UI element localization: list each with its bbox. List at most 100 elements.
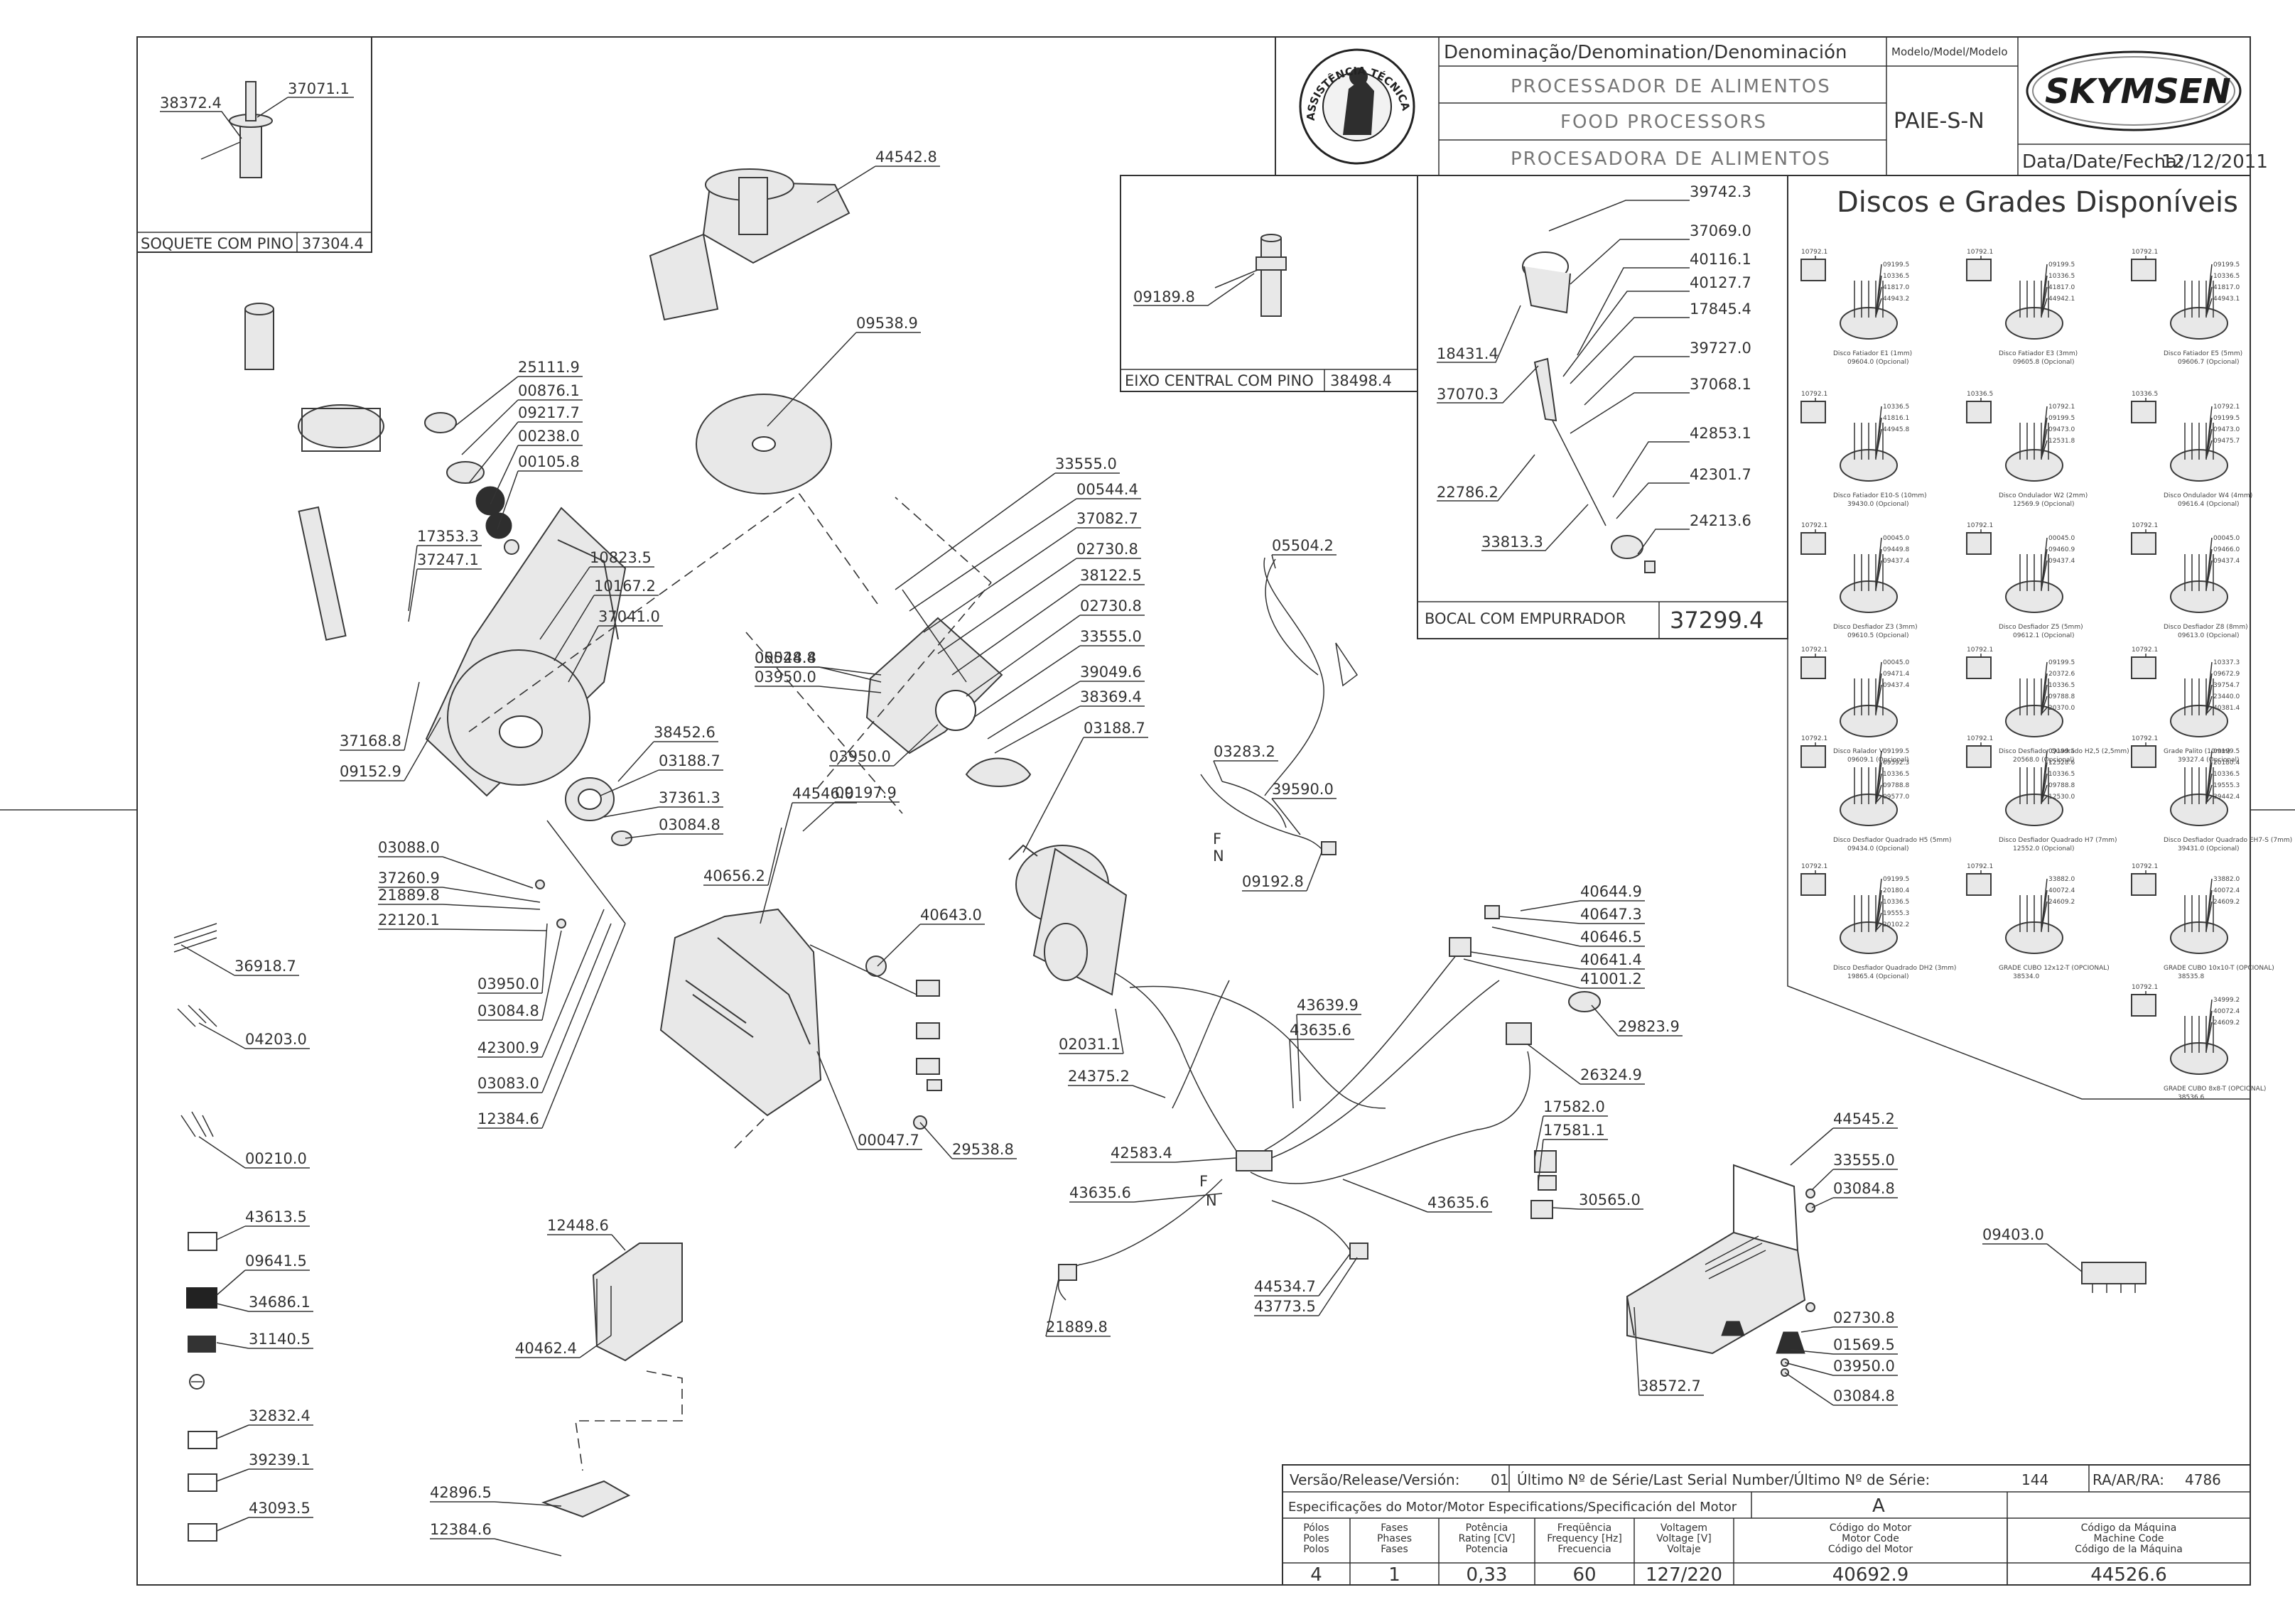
callout-leader: [497, 470, 583, 530]
disc-part-number: 09460.9: [2048, 546, 2075, 553]
cube-grid-tool: [2081, 1262, 2146, 1293]
callout-leader: [1069, 1193, 1223, 1203]
disc-part-number: 10792.1: [1967, 522, 1993, 529]
callout-leader: [1296, 1014, 1361, 1102]
callout-leader: [216, 1424, 313, 1439]
disc-code: 09605.8 (Opcional): [2013, 359, 2075, 366]
callout-leader: [216, 1270, 310, 1296]
callout-leader: [408, 545, 482, 612]
callout-leader: [378, 929, 548, 931]
subassembly-bocal: BOCAL COM EMPURRADOR 37299.4 39742.3 370…: [1417, 175, 1788, 639]
disc-part-number: 24609.2: [2048, 899, 2075, 906]
version-value: 01: [1491, 1471, 1508, 1488]
callout-leader: [755, 686, 882, 693]
callout-leader: [1784, 1372, 1898, 1406]
disc-part-number: 10336.5: [2132, 391, 2158, 398]
callout-leader: [477, 930, 562, 1021]
part-callout: 31140.5: [249, 1331, 310, 1348]
part-callout: 37247.1: [417, 551, 479, 568]
callout-33813-3: 33813.3: [1481, 534, 1543, 551]
wiring-harness: [1058, 557, 1601, 1301]
callout-leader: [1634, 1306, 1704, 1396]
callout-leader: [468, 421, 583, 484]
disc-part-number: 10336.5: [1967, 391, 1993, 398]
part-callout: 03083.0: [477, 1075, 539, 1092]
disc-part-number: 10792.1: [2048, 404, 2075, 411]
disc-name: GRADE CUBO 10x10-T (OPCIONAL): [2164, 965, 2274, 972]
disc-grid: 10792.109199.510336.541817.044943.2Disco…: [1800, 249, 2292, 1101]
mount-bracket: [865, 589, 1003, 754]
callout-18431-4: 18431.4: [1437, 345, 1498, 362]
disc-part-number: 00045.0: [1883, 535, 1909, 542]
callout-38372-4: 38372.4: [160, 94, 222, 112]
callout-leader: [816, 166, 940, 203]
motor-spec-label: Especificações do Motor/Motor Especifica…: [1288, 1500, 1737, 1515]
callout-leader: [973, 645, 1145, 718]
disc-part-number: 09199.5: [2213, 415, 2240, 422]
disc-part-number: 09437.4: [1883, 682, 1909, 689]
part-callout: 02730.8: [1833, 1309, 1895, 1326]
callout-37070-3: 37070.3: [1437, 386, 1498, 403]
part-callout: 25111.9: [518, 359, 580, 376]
part-callout: 38369.4: [1080, 688, 1142, 705]
disc-part-number: 10792.1: [1967, 249, 1993, 256]
disc-part-number: 10336.5: [2048, 771, 2075, 778]
part-callout: 03084.8: [659, 816, 720, 833]
disc-name: Disco Desfiador Z3 (3mm): [1833, 624, 1918, 631]
callout-leader: [430, 1538, 562, 1557]
disc-option: 10792.109199.520180.410336.519555.320102…: [1800, 863, 1956, 980]
spec-header: Fases: [1381, 1544, 1408, 1555]
callout-leader: [600, 769, 723, 796]
disc-part-number: 12528.6: [2048, 759, 2075, 767]
disc-part-number: 10792.1: [1801, 735, 1827, 742]
callout-leader: [1271, 798, 1336, 835]
part-callout: 39590.0: [1272, 781, 1334, 798]
part-callout: 40644.9: [1580, 883, 1642, 900]
disc-part-number: 09471.4: [1883, 671, 1909, 678]
pulley-part: [565, 777, 632, 846]
disc-name: Disco Fatiador E1 (1mm): [1833, 350, 1912, 357]
callout-40127-7: 40127.7: [1690, 274, 1751, 291]
disc-part-number: 40072.4: [2213, 1008, 2240, 1015]
disc-part-number: 41817.0: [2213, 284, 2240, 291]
spec-header: Pólos: [1303, 1522, 1329, 1534]
disc-option: 10792.109199.510336.541817.044942.1Disco…: [1966, 249, 2078, 366]
callout-leader: [378, 904, 541, 910]
disc-name: Disco Fatiador E3 (3mm): [1999, 350, 2078, 357]
disc-option: 10336.510792.109199.509473.009475.7Disco…: [2131, 391, 2252, 508]
callout-leader: [919, 1122, 1017, 1159]
central-shaft-part: [1214, 234, 1287, 317]
callout-leader: [198, 1136, 310, 1169]
callout-37069-0: 37069.0: [1690, 222, 1751, 239]
disc-part-number: 44943.1: [2213, 296, 2240, 303]
disc-name: Disco Ondulador W2 (2mm): [1999, 492, 2088, 499]
disc-part-number: 09466.0: [2213, 546, 2240, 553]
skymsen-logo: SKYMSEN: [2026, 50, 2242, 131]
callout-leader: [1498, 916, 1645, 924]
callout-leader: [1538, 1139, 1608, 1184]
wire-mark-f2: F: [1199, 1173, 1208, 1190]
part-callout: 37041.0: [598, 608, 660, 625]
callout-leader: [1342, 1179, 1492, 1213]
part-callout: 05028.8: [755, 649, 816, 666]
callout-42853-1: 42853.1: [1690, 425, 1751, 442]
spec-header: Potência: [1466, 1522, 1508, 1534]
eixo-caption: EIXO CENTRAL COM PINO: [1125, 372, 1314, 389]
disc-option: 10792.109199.510336.541817.044943.2Disco…: [1800, 249, 1912, 366]
disc-part-number: 09199.5: [2048, 748, 2075, 755]
spec-header: Voltaje: [1667, 1544, 1701, 1555]
callout-leader: [767, 332, 921, 427]
serial-value: 144: [2021, 1471, 2048, 1488]
part-callouts: 44542.809538.925111.900876.109217.700238…: [180, 148, 2083, 1557]
disc-name: Disco Fatiador E5 (5mm): [2164, 350, 2242, 357]
disc-part-number: 00045.0: [2048, 535, 2075, 542]
callout-leader: [1059, 1008, 1124, 1054]
callout-leader: [568, 625, 663, 683]
callout-leader: [1068, 1085, 1166, 1098]
disc-part-number: 09437.4: [1883, 558, 1909, 565]
disc-code: 09609.1 (Opcional): [1847, 757, 1909, 764]
spec-value: 1: [1388, 1564, 1400, 1586]
